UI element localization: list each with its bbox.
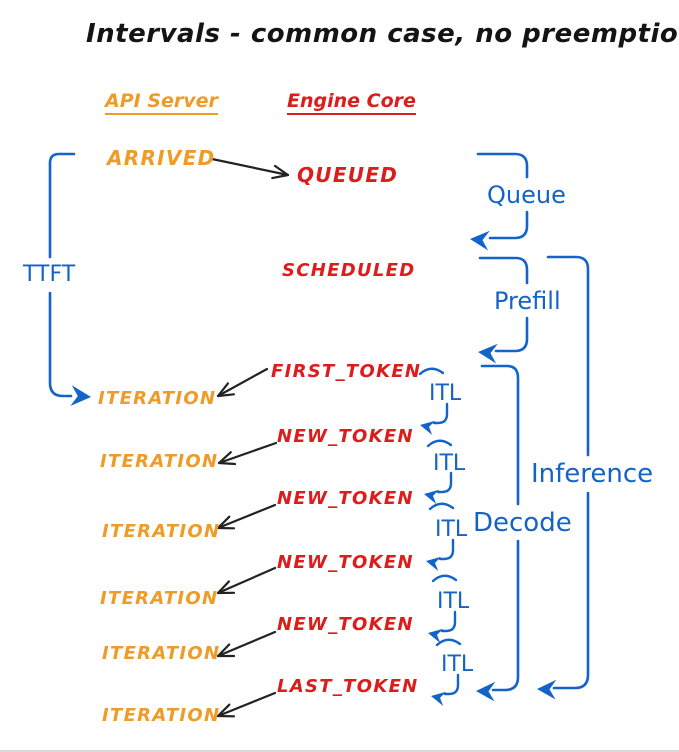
- interval-label-prefill: Prefill: [494, 287, 561, 315]
- interval-label-itl: ITL: [433, 451, 466, 476]
- event-iteration: ITERATION: [100, 588, 219, 609]
- event-iteration: ITERATION: [98, 388, 217, 409]
- arrow-last-token-to-iteration: [216, 691, 277, 718]
- arrow-new-token-to-iteration: [216, 566, 277, 595]
- interval-label-itl: ITL: [441, 652, 474, 677]
- event-new-token: NEW_TOKEN: [277, 552, 414, 573]
- event-iteration: ITERATION: [102, 521, 221, 542]
- event-iteration: ITERATION: [102, 643, 221, 664]
- event-queued: QUEUED: [297, 163, 399, 187]
- interval-label-decode: Decode: [473, 508, 572, 538]
- event-last-token: LAST_TOKEN: [277, 676, 419, 697]
- arrow-new-token-to-iteration: [216, 630, 277, 658]
- event-new-token: NEW_TOKEN: [277, 426, 414, 447]
- interval-label-itl: ITL: [435, 517, 468, 542]
- prefill-bracket: [478, 256, 529, 364]
- inference-bracket: [537, 255, 590, 700]
- column-header-engine-core: Engine Core: [287, 90, 416, 115]
- itl-bracket: [424, 439, 453, 504]
- event-scheduled: SCHEDULED: [282, 260, 416, 281]
- diagram-title: Intervals - common case, no preemptions: [86, 19, 679, 49]
- interval-label-ttft: TTFT: [23, 262, 76, 287]
- itl-bracket: [431, 638, 462, 706]
- arrow-new-token-to-iteration: [217, 441, 278, 466]
- event-arrived: ARRIVED: [107, 146, 216, 170]
- event-new-token: NEW_TOKEN: [277, 614, 414, 635]
- event-new-token: NEW_TOKEN: [277, 488, 414, 509]
- arrow-new-token-to-iteration: [216, 503, 277, 530]
- itl-bracket: [418, 367, 449, 435]
- decode-bracket: [476, 364, 520, 702]
- ttft-bracket: [48, 152, 91, 406]
- interval-label-queue: Queue: [487, 181, 566, 209]
- interval-label-itl: ITL: [429, 381, 462, 406]
- event-iteration: ITERATION: [100, 451, 219, 472]
- arrow-first-token-to-iteration: [216, 367, 269, 398]
- column-header-api-server: API Server: [105, 90, 218, 115]
- queue-bracket: [470, 152, 529, 251]
- event-first-token: FIRST_TOKEN: [271, 361, 422, 382]
- itl-bracket: [426, 502, 455, 571]
- interval-label-inference: Inference: [531, 459, 654, 489]
- interval-label-itl: ITL: [437, 589, 470, 614]
- arrow-arrived-to-queued: [210, 157, 290, 180]
- itl-bracket: [428, 574, 458, 643]
- event-iteration: ITERATION: [102, 705, 221, 726]
